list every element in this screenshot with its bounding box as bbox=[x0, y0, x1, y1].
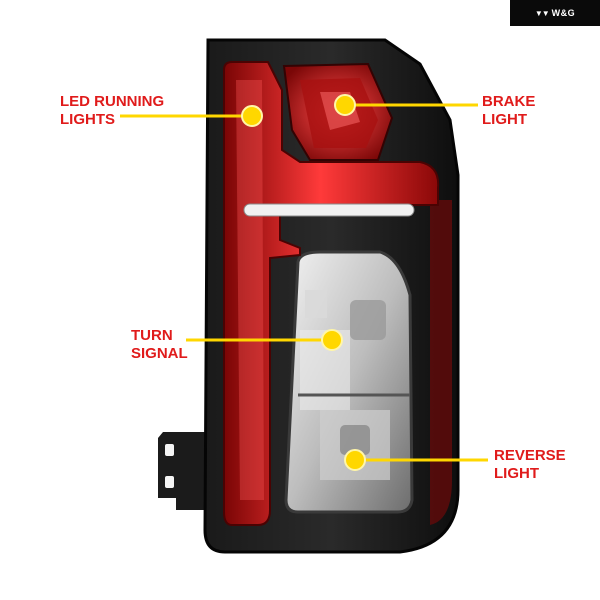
label-line: LED RUNNING bbox=[60, 93, 165, 110]
label-line: BRAKE bbox=[482, 93, 536, 110]
wing-logo-icon: ▼▼ bbox=[534, 8, 550, 18]
label-line: LIGHT bbox=[482, 111, 527, 128]
label-reverse-light: REVERSE LIGHT bbox=[494, 447, 566, 483]
label-line: LIGHT bbox=[494, 465, 539, 482]
label-line: LIGHTS bbox=[60, 111, 115, 128]
marker-brake-light bbox=[334, 94, 356, 116]
marker-led-running-lights bbox=[241, 105, 263, 127]
marker-reverse-light bbox=[344, 449, 366, 471]
label-led-running-lights: LED RUNNING LIGHTS bbox=[60, 93, 164, 129]
label-line: TURN bbox=[131, 327, 173, 344]
marker-turn-signal bbox=[321, 329, 343, 351]
chrome-accent-strip bbox=[243, 203, 415, 217]
brand-text: W&G bbox=[551, 8, 576, 18]
clear-lens-chamber bbox=[284, 250, 414, 514]
label-line: REVERSE bbox=[494, 447, 566, 464]
mounting-bracket bbox=[158, 432, 210, 510]
brand-badge: ▼▼ W&G bbox=[510, 0, 600, 26]
label-line: SIGNAL bbox=[131, 345, 188, 362]
label-brake-light: BRAKE LIGHT bbox=[482, 93, 535, 129]
led-running-light-bar bbox=[223, 61, 440, 526]
label-turn-signal: TURN SIGNAL bbox=[131, 327, 188, 363]
